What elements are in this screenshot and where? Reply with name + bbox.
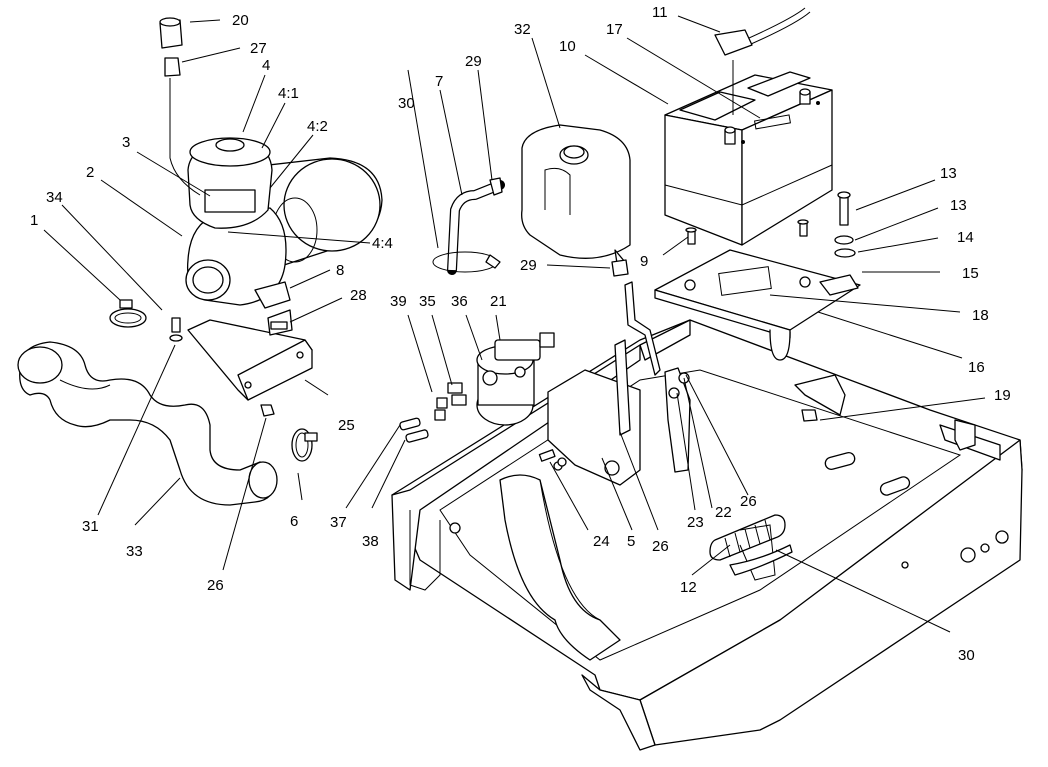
fasteners [169,191,856,462]
callout-16: 14 [957,229,974,246]
callout-23: 24 [593,533,610,550]
callout-9: 22 [715,504,732,521]
callout-8: 6 [290,513,298,530]
callout-11: 9 [640,253,648,270]
callout-28: 28 [350,287,367,304]
callout-4-2: 4:2 [307,118,328,135]
callout-34: 36 [451,293,468,310]
callout-13-bottom: 12 [680,579,697,596]
battery [664,71,833,246]
callout-37: 37 [330,514,347,531]
air-cleaner [159,17,383,309]
callout-22: 23 [687,514,704,531]
air-intake-hose [17,341,278,506]
callout-31: 31 [82,518,99,535]
solenoid-assembly [399,281,691,486]
callout-1: 1 [30,212,38,229]
callout-36: 34 [46,189,63,206]
callout-13-top: 11 [652,4,668,21]
lower-cable [709,514,793,581]
callout-38: 38 [362,533,379,550]
callout-27: 27 [250,40,267,57]
callout-39: 39 [390,293,407,310]
callout-4-1: 4:1 [278,85,299,102]
callout-20: 18 [972,307,989,324]
callout-32: 32 [514,21,531,38]
callout-3: 3 [122,134,130,151]
callout-10: 8 [336,262,344,279]
callout-labels: 20 27 4 4:1 4:2 3 2 34 1 4:4 8 28 25 31 … [30,4,1011,664]
callout-26-right: 26 [740,493,757,510]
callout-33: 33 [126,543,143,560]
reservoir-bottle [521,124,631,271]
callout-5: 5 [627,533,635,550]
callout-2: 2 [86,164,94,181]
reservoir-hose [432,177,505,275]
callout-29-mid: 29 [520,257,537,274]
callout-18: 16 [968,359,985,376]
callout-26-mid: 26 [652,538,669,555]
hold-down-bar [819,274,859,296]
callout-25: 25 [338,417,355,434]
callout-6: 21 [490,293,507,310]
callout-4: 4 [262,57,270,74]
callout-30-bottom: 30 [958,647,975,664]
callout-14: 13 [940,165,957,182]
callout-30-top: 30 [398,95,415,112]
mount-bracket [187,309,313,401]
leader-lines [43,15,986,633]
battery-cable [714,7,811,56]
hose-clamps [109,299,318,462]
callout-35: 35 [419,293,436,310]
callout-17: 15 [962,265,979,282]
callout-19: 17 [606,21,623,38]
battery-tray [654,249,861,361]
callout-4-4: 4:4 [372,235,393,252]
callout-24: 20 [232,12,249,29]
callout-21: 19 [994,387,1011,404]
callout-7: 7 [435,73,443,90]
callout-15: 13 [950,197,967,214]
callout-26-left: 26 [207,577,224,594]
callout-29-top: 29 [465,53,482,70]
callout-12: 10 [559,38,576,55]
